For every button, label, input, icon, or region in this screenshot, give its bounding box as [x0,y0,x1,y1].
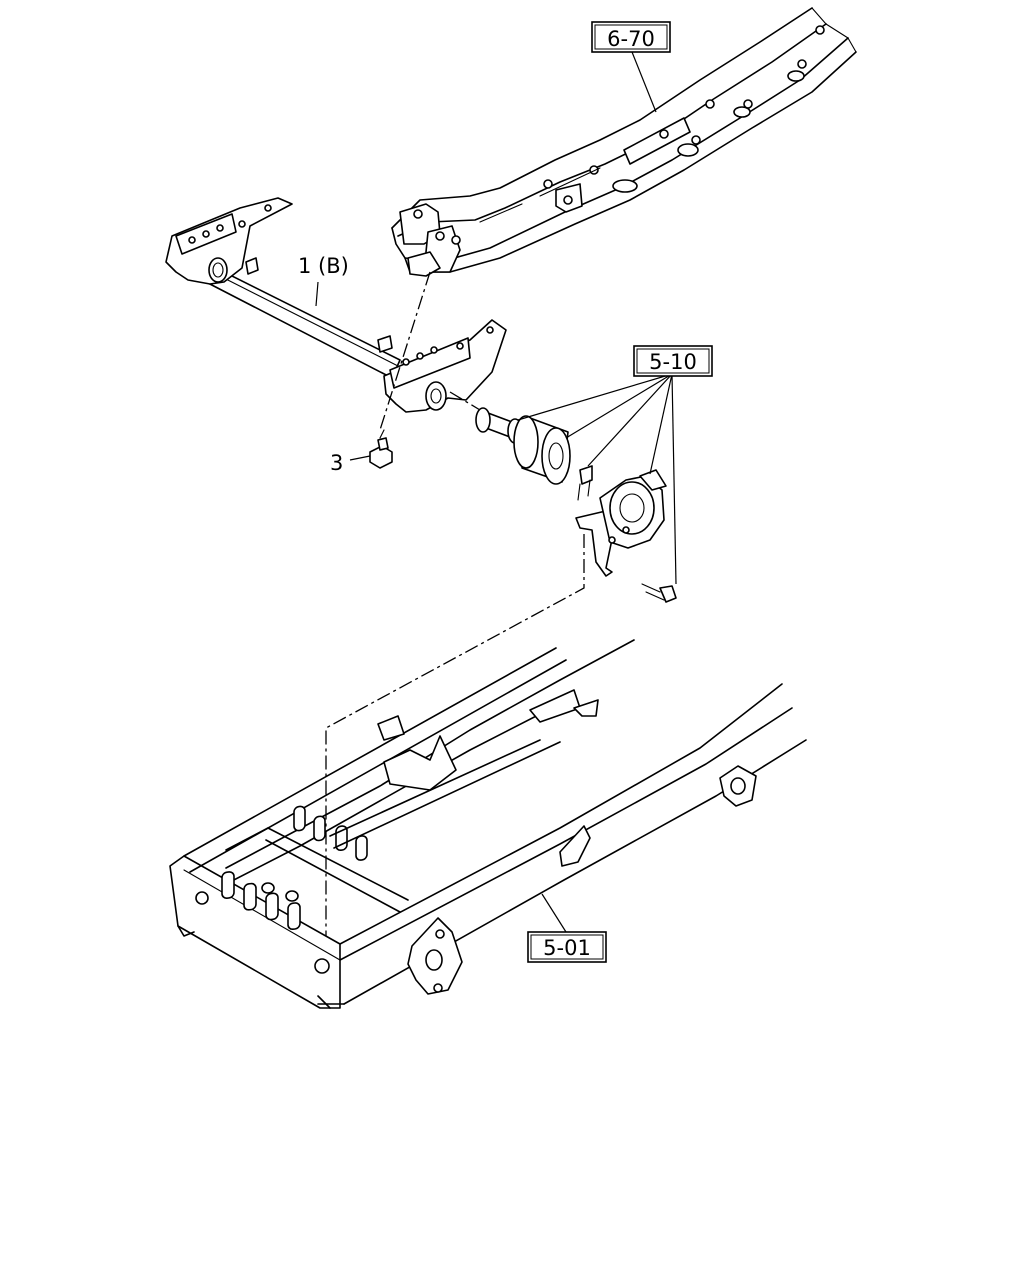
callout-6-70: 6-70 [591,21,671,53]
callout-5-10-label: 5-10 [649,350,697,374]
callout-5-10: 5-10 [633,345,713,377]
callout-5-01: 5-01 [527,931,607,963]
bolt-part-3 [369,429,393,469]
assembly-lines [325,271,585,936]
lower-frame [169,639,807,1009]
part-3-label: 3 [330,451,343,475]
bushing-mount-assembly [475,407,677,603]
upper-side-rail [391,7,857,277]
leader-lines [315,51,677,933]
part-1-label: 1 (B) [298,254,349,278]
callout-5-01-label: 5-01 [543,936,591,960]
callout-6-70-label: 6-70 [607,27,655,51]
rear-crossmember [165,197,507,413]
